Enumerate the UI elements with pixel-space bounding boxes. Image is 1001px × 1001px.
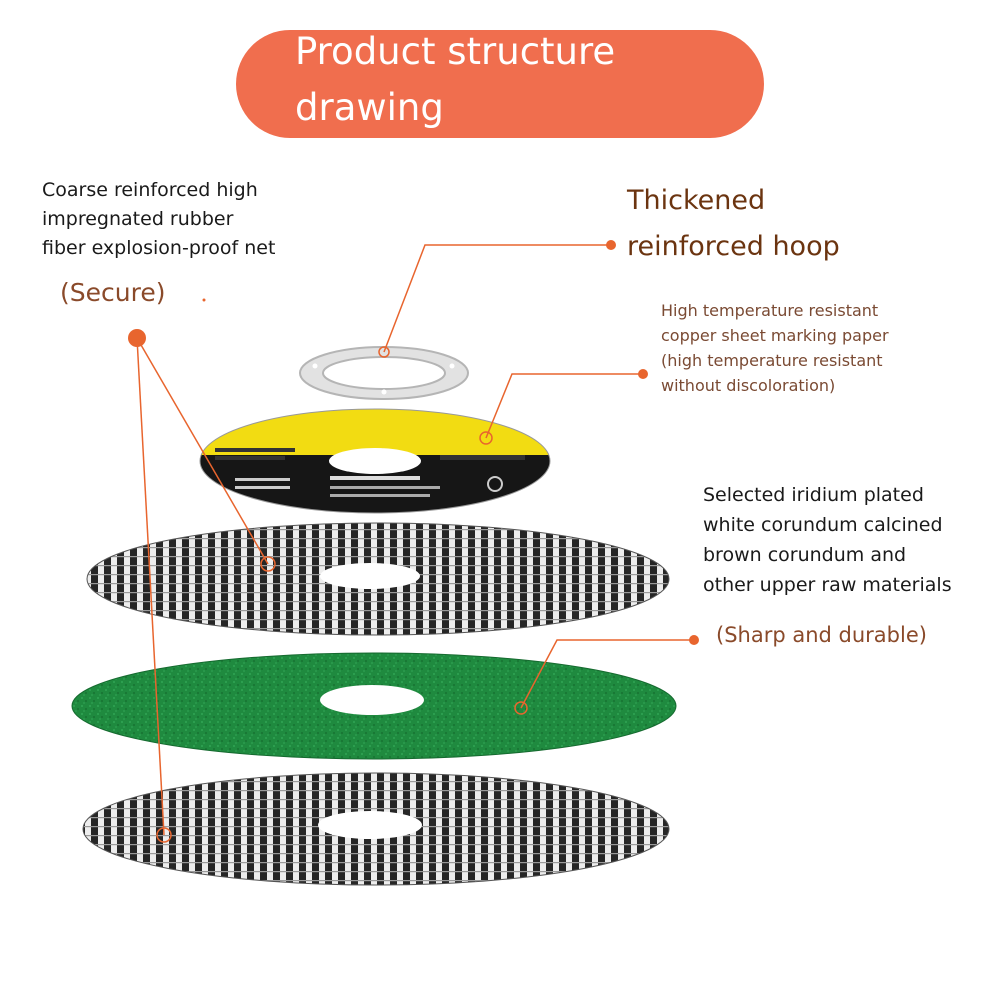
metal-ring-icon bbox=[298, 346, 470, 400]
raw-material-label: Selected iridium plated white corundum c… bbox=[703, 480, 952, 600]
abrasive-disc-icon bbox=[71, 652, 677, 760]
raw-label-line-2: white corundum calcined bbox=[703, 514, 943, 536]
paper-label-line-4: without discoloration) bbox=[661, 376, 836, 395]
raw-label-line-1: Selected iridium plated bbox=[703, 484, 924, 506]
leader-lines bbox=[136, 244, 694, 836]
fiber-net-icon bbox=[82, 772, 670, 886]
label-disc-icon bbox=[199, 408, 551, 514]
paper-label-line-2: copper sheet marking paper bbox=[661, 326, 889, 345]
title-banner bbox=[236, 30, 764, 138]
raw-material-sublabel: (Sharp and durable) bbox=[716, 623, 927, 647]
net-label-line-3: fiber explosion-proof net bbox=[42, 237, 276, 259]
net-label-line-1: Coarse reinforced high bbox=[42, 179, 258, 201]
raw-label-line-3: brown corundum and bbox=[703, 544, 907, 566]
hoop-label: Thickened reinforced hoop bbox=[627, 178, 840, 270]
title-line-1: Product structure bbox=[295, 30, 616, 73]
net-label: Coarse reinforced high impregnated rubbe… bbox=[42, 176, 275, 263]
paper-label: High temperature resistant copper sheet … bbox=[661, 298, 889, 398]
hoop-label-line-1: Thickened bbox=[627, 185, 766, 216]
raw-label-line-4: other upper raw materials bbox=[703, 574, 952, 596]
hoop-label-line-2: reinforced hoop bbox=[627, 231, 840, 262]
fiber-net-icon bbox=[86, 522, 670, 636]
paper-label-line-1: High temperature resistant bbox=[661, 301, 879, 320]
paper-label-line-3: (high temperature resistant bbox=[661, 351, 883, 370]
net-label-line-2: impregnated rubber bbox=[42, 208, 234, 230]
leader-target-markers bbox=[156, 346, 528, 843]
net-sublabel: (Secure) bbox=[60, 278, 166, 307]
title-line-2: drawing bbox=[295, 86, 444, 129]
leader-dots bbox=[128, 240, 699, 645]
